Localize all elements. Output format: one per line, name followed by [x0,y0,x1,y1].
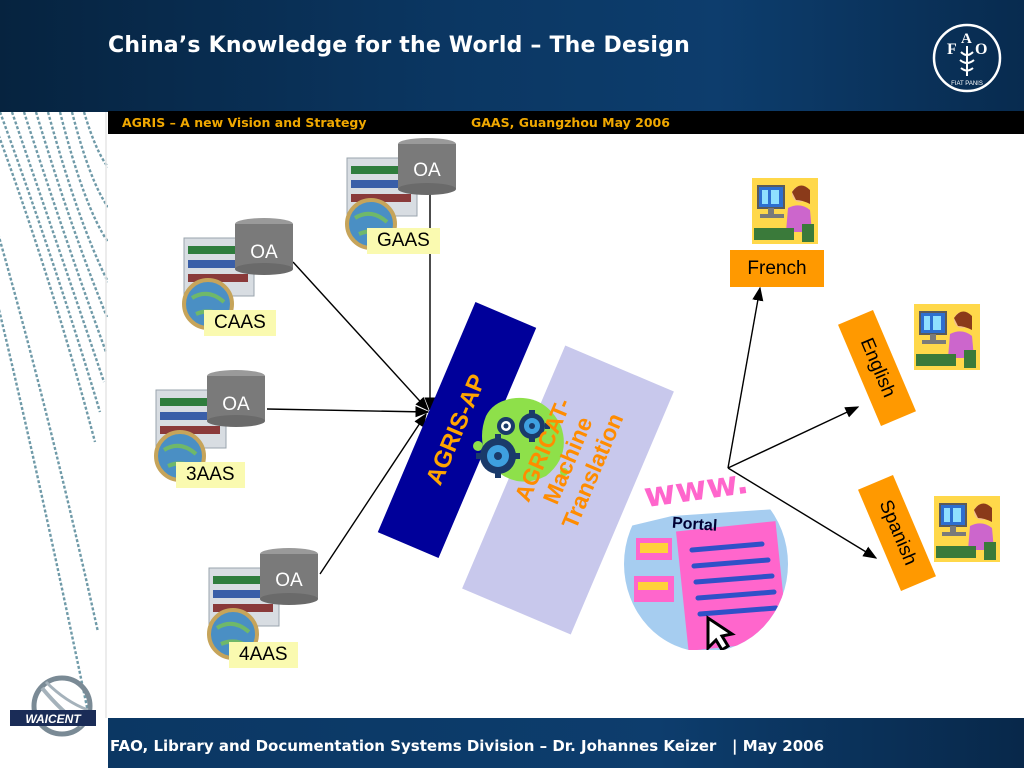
user-at-computer-icon [752,178,818,244]
arrow-portal-to-spanish [727,467,878,559]
repository-label: OA [275,570,303,591]
arrow-caas-to-hub [292,261,429,412]
footer-bar: FAO, Library and Documentation Systems D… [108,718,1024,768]
repository-label: OA [222,394,250,415]
waicent-logo-text: WAICENT [25,712,82,726]
arrow-3aas-to-hub [266,406,430,418]
institute-label: GAAS [367,228,440,254]
language-french: French [730,250,824,287]
arrow-4aas-to-hub [319,412,427,575]
fao-logo-letter-o: O [975,41,987,58]
library-icon [182,218,293,330]
slide-title: China’s Knowledge for the World – The De… [108,33,690,58]
source-gaas: OA GAAS [345,138,465,268]
fao-logo-letter-a: A [961,31,972,47]
source-4aas: OA 4AAS [207,548,327,678]
arrow-portal-to-french [727,286,764,469]
fao-logo-motto: FIAT PANIS [951,81,983,87]
header-bar: China’s Knowledge for the World – The De… [0,0,1024,112]
subheader-bar: AGRIS – A new Vision and Strategy GAAS, … [108,111,1024,134]
user-at-computer-icon [934,496,1000,562]
language-label: French [747,258,807,279]
gears-icon [473,397,568,482]
institute-label: 3AAS [176,462,245,488]
repository-label: OA [413,160,441,181]
arrow-portal-to-english [727,406,860,469]
source-caas: OA CAAS [182,218,302,348]
portal-icon: www. Portal [624,468,788,650]
footer-text: FAO, Library and Documentation Systems D… [110,737,825,755]
repository-label: OA [250,242,278,263]
fao-logo: F A O FIAT PANIS [932,23,1002,93]
institute-label: 4AAS [229,642,298,668]
user-at-computer-icon [914,304,980,370]
decorative-stripes [0,112,108,718]
source-3aas: OA 3AAS [154,370,274,500]
portal-label: Portal [671,515,717,535]
waicent-logo: WAICENT [10,675,96,737]
institute-label: CAAS [204,310,276,336]
fao-logo-letter-f: F [947,41,957,58]
subheader-left: AGRIS – A new Vision and Strategy [122,115,367,130]
subheader-right: GAAS, Guangzhou May 2006 [471,115,670,130]
library-icon [345,138,456,250]
